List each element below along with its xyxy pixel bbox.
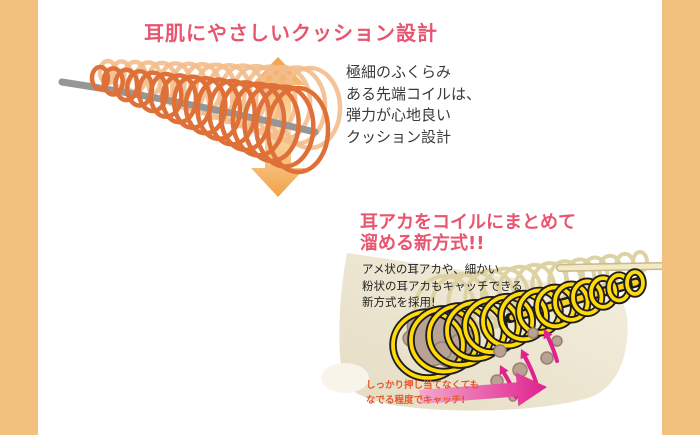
cushion-description: 極細のふくらみ ある先端コイルは、 弾力が心地良い クッション設計 (346, 62, 481, 148)
description-line: ある先端コイルは、 (346, 84, 482, 103)
description-line: 弾力が心地良い (346, 106, 452, 124)
sweep-arrow-icon (419, 372, 547, 407)
description-line: クッション設計 (346, 127, 452, 146)
coil-tip-flex-illustration (58, 57, 343, 197)
yellow-coil-spring (389, 268, 647, 382)
cushion-design-heading: 耳肌にやさしいクッション設計 (144, 21, 438, 45)
gentle-sweep-note: しっかり押し当てなくても なでる程度でキャッチ! (366, 378, 479, 408)
heading-line: 耳アカをコイルにまとめて (360, 212, 576, 233)
new-method-heading: 耳アカをコイルにまとめて 溜める新方式!! (360, 212, 576, 254)
description-line: 新方式を採用! (362, 295, 436, 309)
catch-description: アメ状の耳アカや、細かい 粉状の耳アカもキャッチできる 新方式を採用! (362, 261, 523, 311)
coil-spring-tip (89, 64, 331, 175)
description-line: アメ状の耳アカや、細かい (362, 262, 500, 276)
description-line: 粉状の耳アカもキャッチできる (362, 278, 523, 293)
canal-opening-lip (321, 363, 369, 393)
note-line: しっかり押し当てなくても (366, 380, 480, 391)
right-border-stripe (662, 0, 700, 435)
description-line: 極細のふくらみ (346, 63, 452, 81)
note-line: なでる程度でキャッチ! (366, 395, 466, 406)
ghost-shaft-fill (557, 263, 664, 271)
left-border-stripe (0, 0, 38, 435)
ear-canal-illustration (321, 250, 665, 411)
heading-line: 溜める新方式!! (360, 233, 485, 254)
